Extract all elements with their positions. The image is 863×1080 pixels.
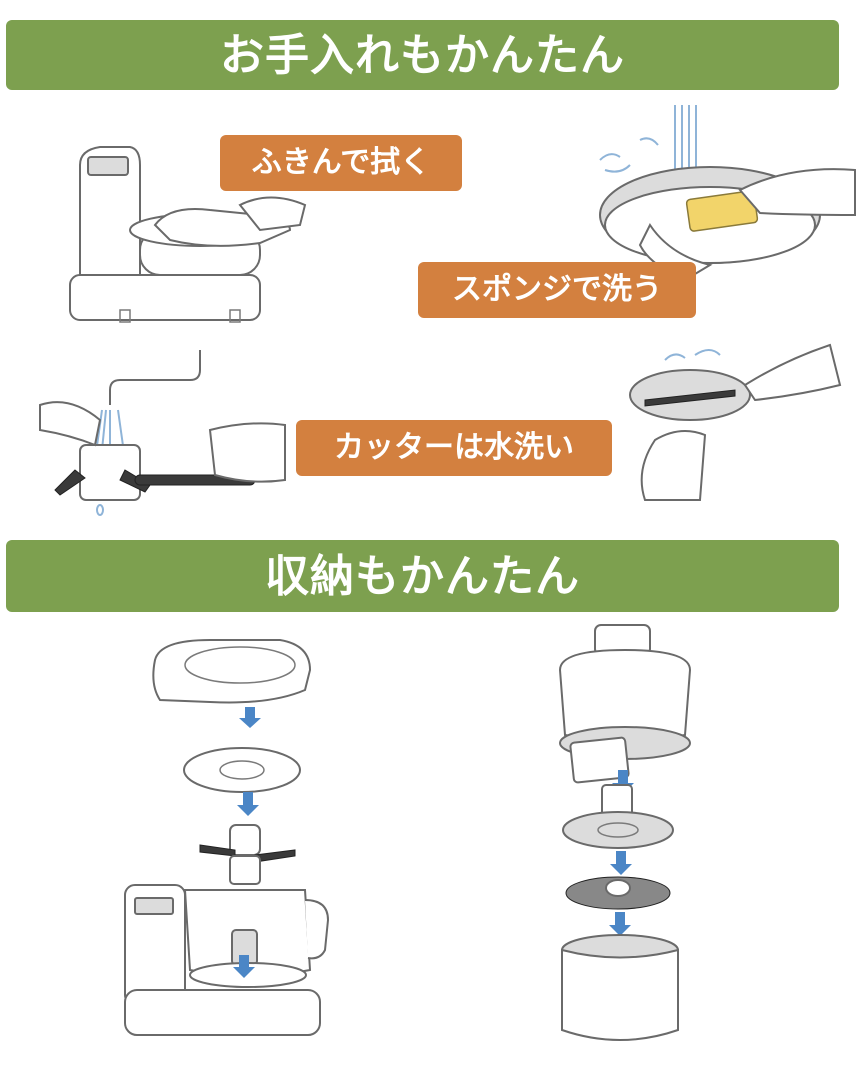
wipe-label: ふきんで拭く (220, 135, 462, 191)
storage-section-title: 収納もかんたん (265, 551, 580, 602)
arrow-down-icon (610, 851, 632, 875)
sponge-label: スポンジで洗う (418, 262, 696, 318)
brush-disc-illustration (629, 343, 842, 501)
care-section-banner: お手入れもかんたん (6, 20, 839, 90)
wash-cutter-illustration (39, 350, 286, 516)
sponge-label-text: スポンジで洗う (452, 272, 662, 307)
arrow-down-icon (237, 792, 259, 816)
storage-stack-slicer-illustration (558, 624, 692, 1041)
wipe-base-illustration (69, 146, 307, 323)
arrow-down-icon (233, 955, 255, 978)
cutter-label-text: カッターは水洗い (334, 430, 574, 465)
arrow-down-icon (609, 912, 631, 936)
storage-section-banner: 収納もかんたん (6, 540, 839, 612)
wipe-label-text: ふきんで拭く (251, 145, 431, 180)
arrow-down-icon (239, 707, 261, 728)
storage-stack-chopper-illustration (124, 639, 330, 1036)
cutter-label: カッターは水洗い (296, 420, 612, 476)
care-section-title: お手入れもかんたん (220, 30, 625, 81)
wash-lid-illustration (599, 105, 856, 282)
